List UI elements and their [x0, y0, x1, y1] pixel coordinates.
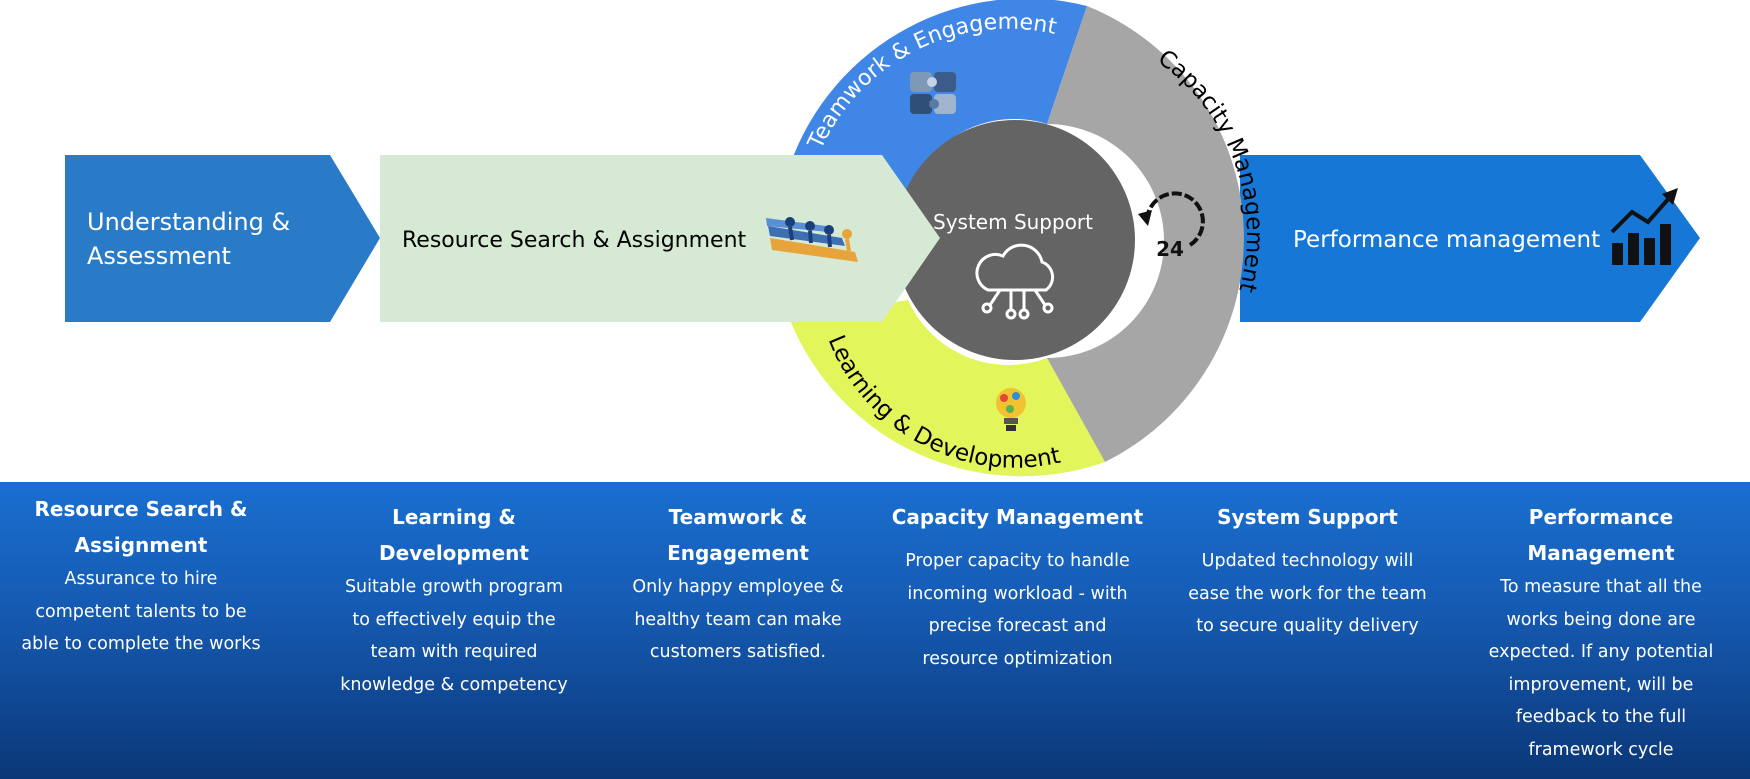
panel-title: Learning &Development: [379, 505, 529, 565]
capacity-management-segment: [1047, 6, 1244, 462]
svg-text:24: 24: [1156, 237, 1184, 261]
performance-label: Performance management: [1293, 227, 1600, 253]
learning-development-segment: [790, 300, 1105, 477]
panel-teamwork-engagement: Teamwork &Engagement Only happy employee…: [618, 499, 858, 669]
panel-title: System Support: [1217, 505, 1398, 529]
panel-learning-development: Learning &Development Suitable growth pr…: [330, 499, 578, 701]
understanding-label-line2: Assessment: [87, 242, 231, 270]
lightbulb-icon: [996, 388, 1026, 431]
resource-search-arrow: [380, 155, 940, 322]
system-support-circle: [895, 120, 1135, 360]
cloud-network-icon: [975, 243, 1055, 320]
running-team-icon: [766, 217, 858, 262]
description-band: [0, 482, 1750, 779]
understanding-label-line1: Understanding &: [87, 208, 290, 236]
system-support-label: System Support: [933, 210, 1093, 234]
panel-description: Only happy employee &healthy team can ma…: [632, 577, 844, 662]
panel-resource-search: Resource Search &Assignment Assurance to…: [10, 491, 272, 661]
growth-bar-chart-icon: [1610, 188, 1678, 265]
panel-title: Teamwork &Engagement: [667, 505, 809, 565]
understanding-arrow: [65, 155, 380, 322]
diagram-canvas: Understanding & Assessment Performance m…: [65, 0, 1700, 477]
puzzle-hands-icon: [910, 72, 956, 114]
panel-title: Resource Search &Assignment: [34, 497, 248, 557]
24-hour-icon: 24: [1138, 191, 1205, 261]
performance-arrow: [1240, 155, 1700, 322]
panel-title: Capacity Management: [891, 505, 1144, 529]
panel-capacity-management: Capacity Management Proper capacity to h…: [885, 499, 1150, 675]
resource-search-label: Resource Search & Assignment: [402, 228, 747, 253]
